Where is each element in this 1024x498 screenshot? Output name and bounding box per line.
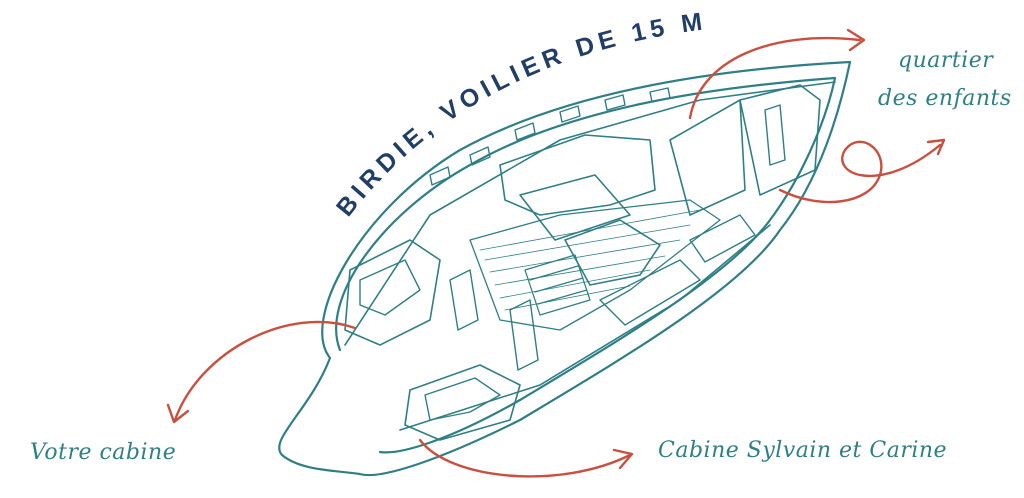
arrow-your-cabin <box>173 320 357 422</box>
label-owners-cabin: Cabine Sylvain et Carine <box>658 438 948 463</box>
arrow-owners-cabin-head <box>612 448 634 470</box>
arrow-owners-cabin <box>418 438 632 478</box>
aft-starboard-door <box>509 299 539 371</box>
label-kids-quarters-line2: des enfants <box>878 86 1012 111</box>
galley-counter <box>599 259 701 326</box>
steps <box>524 254 591 316</box>
salon-sofa <box>564 219 661 286</box>
lower-rim <box>399 224 771 431</box>
hull-inner-line <box>335 76 837 454</box>
arrow-kids-quarters <box>688 36 862 120</box>
aft-port-berth <box>359 259 421 316</box>
kids-cabin-walls <box>739 84 821 196</box>
salon-table <box>519 174 631 241</box>
aft-port-door <box>449 269 479 331</box>
aft-starboard-berth <box>424 377 501 421</box>
label-kids-quarters-line1: quartier <box>898 48 994 73</box>
label-your-cabin: Votre cabine <box>30 440 177 465</box>
heads-unit <box>689 214 756 263</box>
portholes <box>429 87 671 186</box>
floor <box>469 199 721 331</box>
kids-cabin-door <box>764 104 786 166</box>
forward-partition <box>669 99 746 216</box>
hull-outline <box>278 60 852 477</box>
aft-starboard-cabin <box>404 364 521 441</box>
salon-bench <box>499 134 656 216</box>
aft-port-cabin <box>344 239 441 346</box>
arrow-kids-loop <box>778 140 942 204</box>
arrow-your-cabin-head <box>166 403 190 424</box>
arrow-kids-quarters-head <box>846 28 866 52</box>
floor-stripes <box>479 209 701 311</box>
deck-rim <box>344 81 836 346</box>
arrow-kids-loop-head <box>926 138 946 156</box>
